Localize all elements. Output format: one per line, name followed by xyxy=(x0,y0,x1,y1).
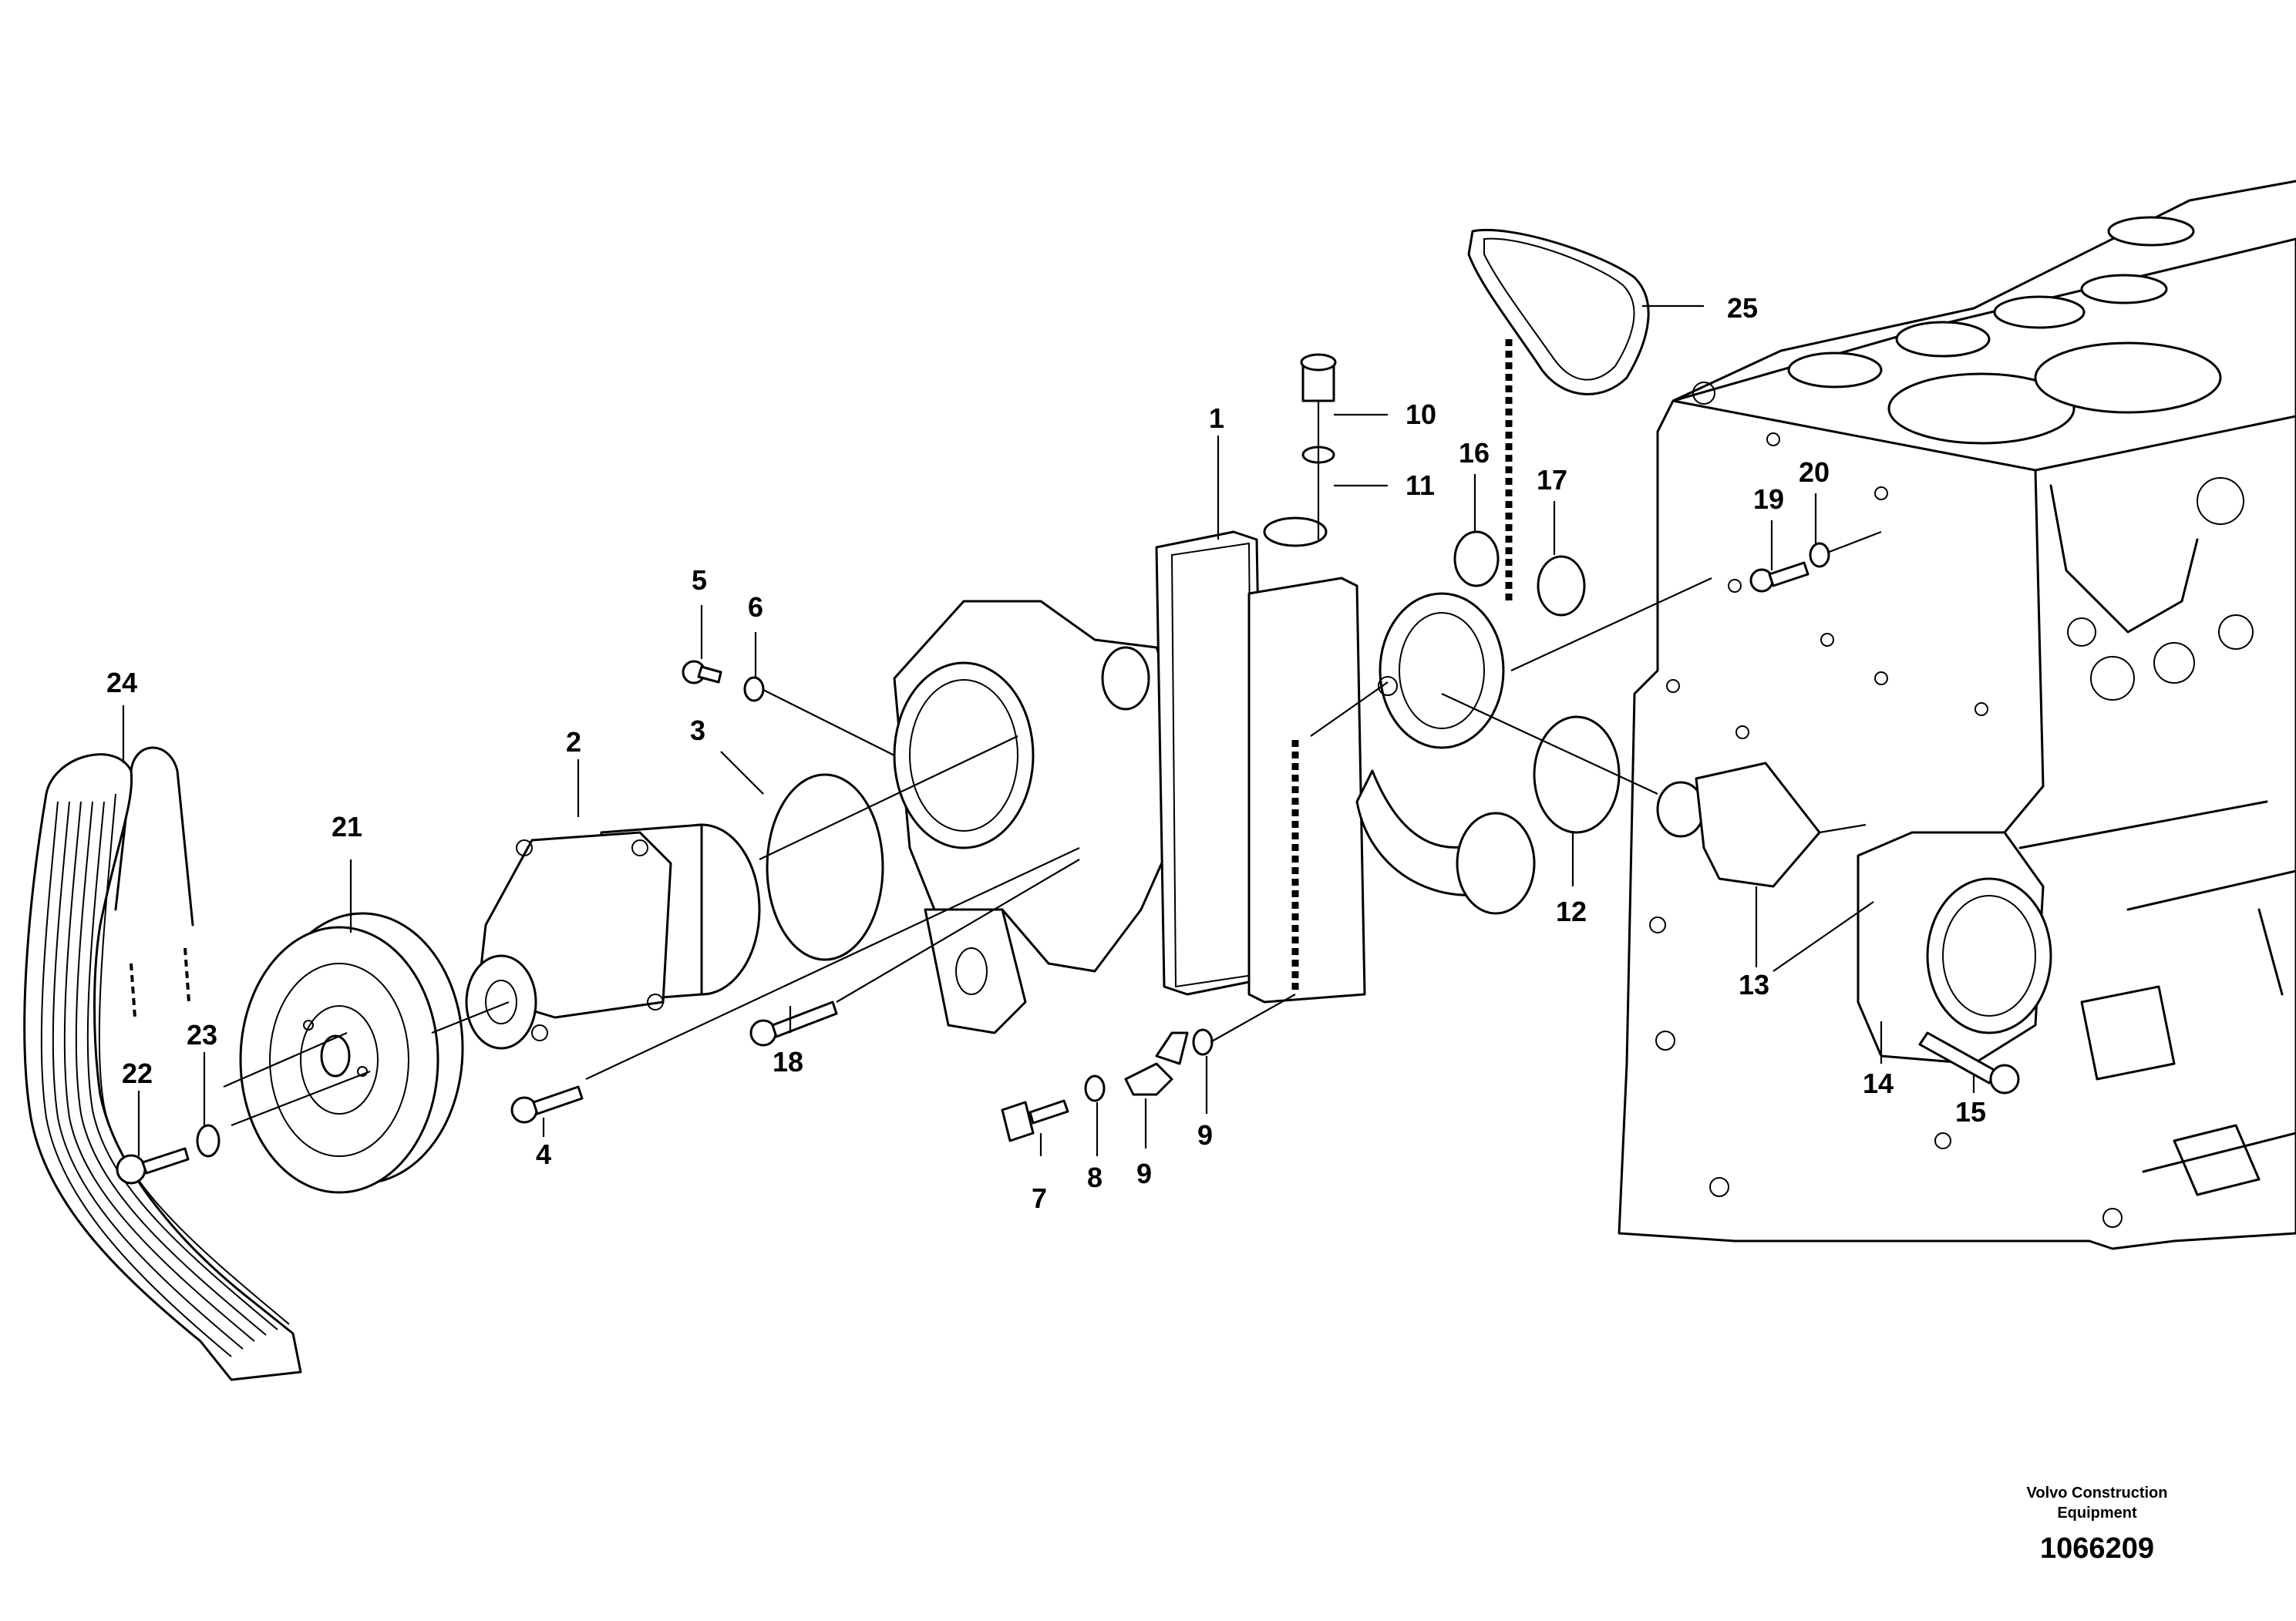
callout-1: 1 xyxy=(1209,402,1224,434)
callout-12: 12 xyxy=(1556,896,1587,927)
callout-7: 7 xyxy=(1032,1182,1047,1214)
callout-19: 19 xyxy=(1753,483,1784,515)
callout-9a: 8 xyxy=(1087,1162,1103,1193)
pulley xyxy=(239,912,464,1194)
drawing-footer: Volvo Construction Equipment 1066209 xyxy=(1966,1483,2228,1566)
callout-3: 3 xyxy=(690,715,705,746)
callout-9b: 9 xyxy=(1197,1119,1213,1151)
callout-20: 20 xyxy=(1799,456,1830,488)
callout-5: 5 xyxy=(692,564,707,596)
callout-15: 15 xyxy=(1955,1096,1986,1128)
callout-23: 23 xyxy=(187,1019,217,1051)
small-parts xyxy=(116,228,2052,1185)
thermostat-housing xyxy=(1155,516,1536,1004)
drive-belt xyxy=(23,746,302,1381)
o-ring xyxy=(766,773,884,961)
drawing-number: 1066209 xyxy=(2040,1532,2154,1565)
callout-21: 21 xyxy=(332,811,362,842)
callout-24: 24 xyxy=(106,667,137,698)
callout-8: 9 xyxy=(1136,1158,1152,1189)
callout-16: 16 xyxy=(1459,437,1490,469)
callout-11: 11 xyxy=(1406,469,1435,501)
callout-6: 6 xyxy=(748,591,763,623)
callout-14: 14 xyxy=(1863,1068,1894,1099)
callout-25: 25 xyxy=(1727,292,1758,324)
callout-13: 13 xyxy=(1739,969,1769,1001)
water-pump xyxy=(465,823,761,1050)
pump-housing xyxy=(893,600,1204,1034)
callout-labels: 1 2 3 4 5 6 7 8 9 9 10 11 12 13 14 15 16… xyxy=(106,292,1986,1214)
engine-block xyxy=(1618,180,2296,1250)
callout-10: 10 xyxy=(1406,399,1436,430)
brand-line-1: Volvo Construction xyxy=(2026,1485,2168,1502)
callout-18: 18 xyxy=(773,1046,803,1078)
callout-17: 17 xyxy=(1537,464,1567,496)
callout-4: 4 xyxy=(536,1138,551,1170)
brand-line-2: Equipment xyxy=(2057,1505,2137,1522)
callout-22: 22 xyxy=(122,1058,153,1089)
leader-lines xyxy=(122,304,1975,1156)
callout-2: 2 xyxy=(566,726,581,758)
